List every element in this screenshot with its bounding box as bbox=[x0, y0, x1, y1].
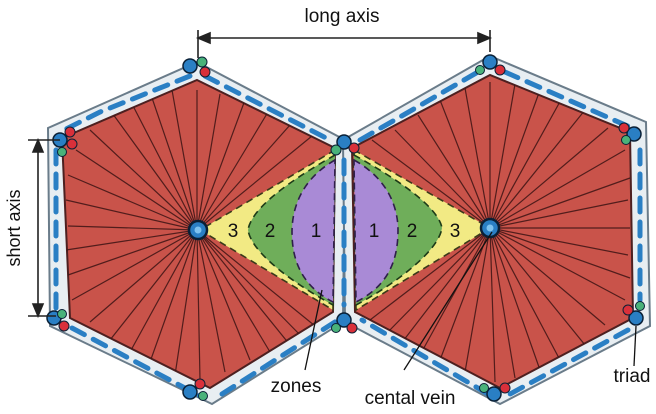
zone-label-left-1: 1 bbox=[311, 221, 322, 242]
zone-label-right-2: 2 bbox=[407, 221, 418, 242]
zone-label-left-2: 2 bbox=[265, 221, 276, 242]
zone-label-left-3: 3 bbox=[228, 221, 239, 242]
short-axis-label: short axis bbox=[4, 189, 24, 266]
long-axis-indicator bbox=[198, 30, 490, 58]
zone-label-right-1: 1 bbox=[369, 221, 380, 242]
triad-label: triad bbox=[614, 366, 651, 387]
central-vein-label: cental vein bbox=[365, 388, 456, 409]
long-axis-label: long axis bbox=[305, 6, 380, 27]
zones-label: zones bbox=[271, 376, 322, 397]
zone-label-right-3: 3 bbox=[450, 221, 461, 242]
